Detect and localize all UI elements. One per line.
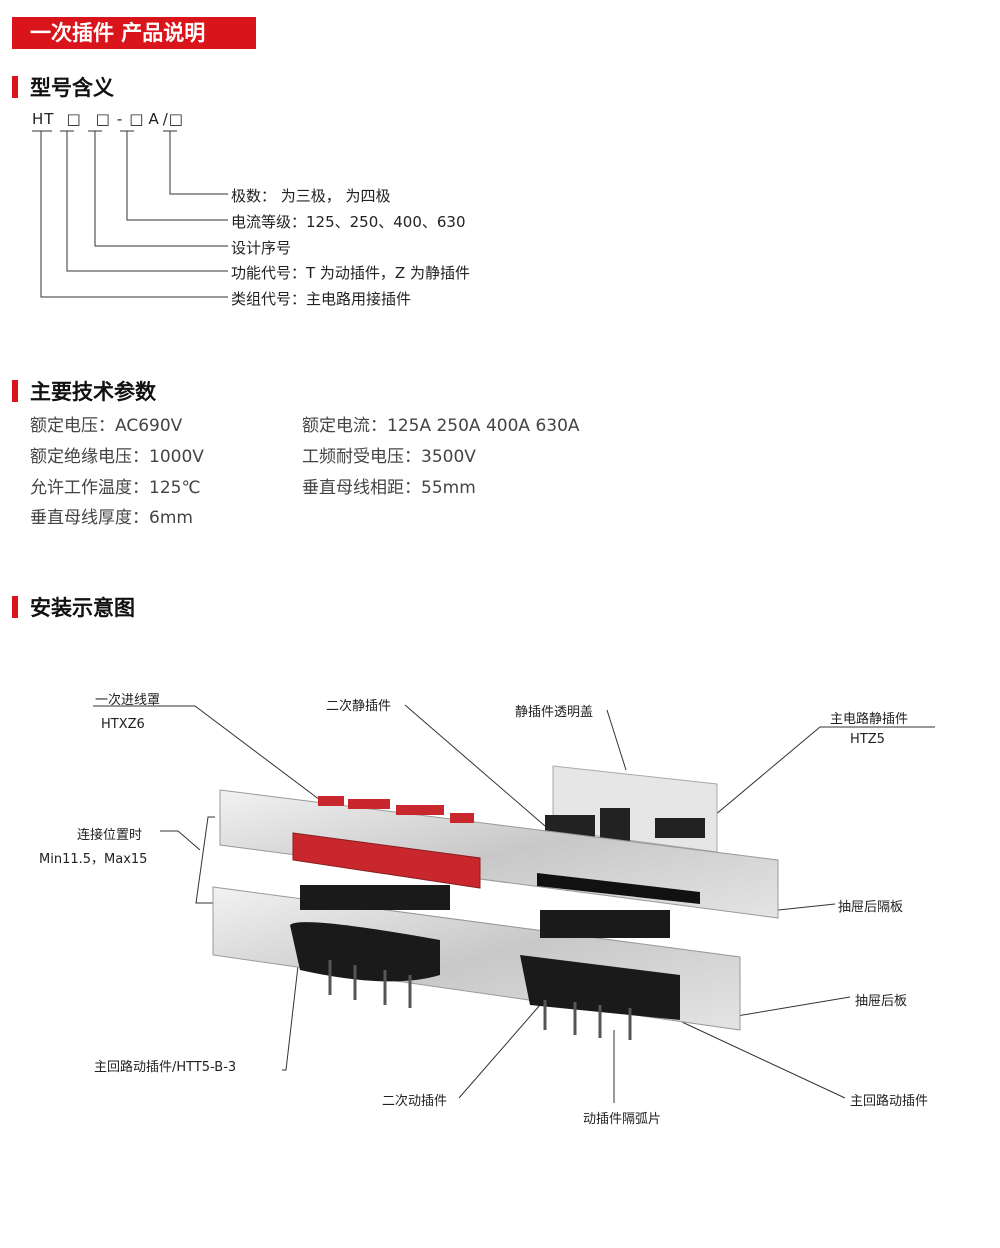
label-connection-range: Min11.5，Max15: [39, 852, 148, 867]
code-part: HT: [32, 110, 55, 128]
param: 额定电压：AC690V: [30, 416, 183, 436]
code-part: □: [129, 110, 145, 128]
label-main-static: 主电路静插件: [830, 712, 909, 727]
code-part: □: [66, 110, 82, 128]
section-heading-install: 安装示意图: [12, 592, 135, 622]
drawer-rear-plate: [212, 886, 741, 1031]
label-rear-plate: 抽屉后板: [855, 994, 908, 1009]
param: 额定绝缘电压：1000V: [30, 447, 204, 467]
label-main-moving: 主回路动插件: [850, 1094, 929, 1109]
legend-category: 类组代号：主电路用接插件: [231, 290, 412, 308]
legend-current: 电流等级：125、250、400、630: [231, 213, 466, 231]
page-banner: 一次插件 产品说明: [12, 17, 256, 49]
param: 工频耐受电压：3500V: [302, 447, 476, 467]
param: 额定电流：125A 250A 400A 630A: [302, 416, 580, 436]
param: 垂直母线相距：55mm: [302, 478, 476, 498]
label-primary-cover: 一次进线罩: [95, 693, 161, 708]
param: 垂直母线厚度：6mm: [30, 508, 193, 528]
legend-design: 设计序号: [231, 239, 292, 257]
transparent-cover: [552, 765, 718, 853]
model-code: HT□□-□A/□: [32, 110, 184, 128]
legend-function: 功能代号：T 为动插件，Z 为静插件: [231, 264, 470, 282]
primary-cover: [292, 832, 481, 889]
label-arc-plate: 动插件隔弧片: [583, 1112, 662, 1127]
label-static-cover: 静插件透明盖: [515, 705, 594, 720]
label-connection-position: 连接位置时: [77, 828, 143, 843]
section-heading-model: 型号含义: [12, 72, 114, 102]
label-main-moving-model: 主回路动插件/HTT5-B-3: [94, 1060, 237, 1075]
code-part: A: [148, 110, 160, 128]
label-rear-partition: 抽屉后隔板: [838, 900, 904, 915]
legend-poles: 极数： 为三极， 为四极: [231, 187, 391, 205]
code-part: □: [95, 110, 111, 128]
label-secondary-static: 二次静插件: [326, 699, 392, 714]
drawer-rear-partition: [219, 789, 779, 919]
label-primary-cover-model: HTXZ6: [101, 717, 145, 732]
section-heading-params: 主要技术参数: [12, 376, 156, 406]
param: 允许工作温度：125℃: [30, 478, 201, 498]
code-part: □: [168, 110, 184, 128]
code-part: /: [162, 110, 169, 128]
label-main-static-model: HTZ5: [850, 732, 885, 747]
label-secondary-moving: 二次动插件: [382, 1094, 448, 1109]
code-part: -: [116, 110, 124, 128]
